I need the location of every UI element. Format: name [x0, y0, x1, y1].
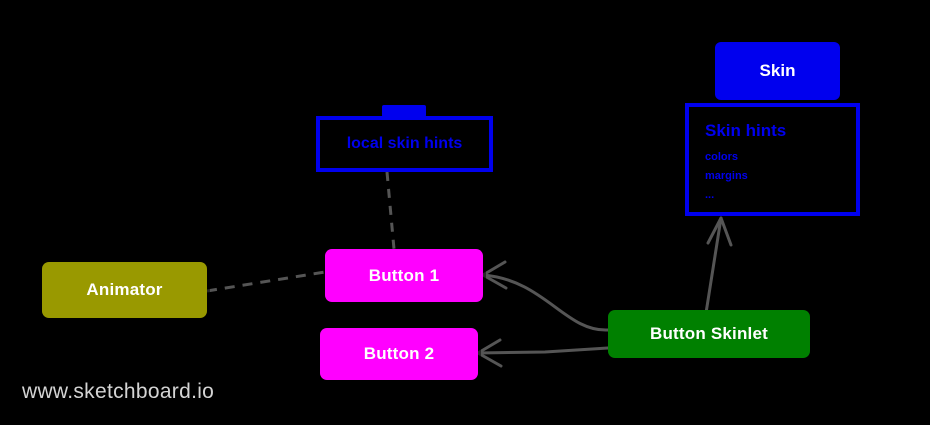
local-skin-hints-tab — [382, 105, 426, 117]
node-skin-label: Skin — [759, 61, 796, 80]
node-button-2-label: Button 2 — [363, 344, 435, 363]
node-skin-hints-item-colors: colors — [705, 151, 739, 163]
edge-skinlet-to-button1-arrowhead — [481, 260, 508, 290]
node-button-skinlet-label: Button Skinlet — [649, 324, 768, 343]
edge-skinlet-to-skin-hints-arrowhead — [706, 216, 733, 247]
edge-skinlet-to-button1 — [481, 273, 610, 332]
node-skin-hints-item-ellipsis: ... — [705, 189, 715, 201]
node-skin[interactable]: Skin — [715, 42, 840, 100]
node-button-skinlet[interactable]: Button Skinlet — [608, 310, 810, 358]
node-local-skin-hints[interactable]: local skin hints — [316, 116, 493, 172]
edge-animator-to-button1 — [206, 270, 326, 293]
edge-skinlet-to-skin-hints — [704, 216, 723, 315]
node-skin-hints[interactable]: Skin hints colors margins ... — [685, 103, 860, 216]
node-button-2[interactable]: Button 2 — [320, 328, 478, 380]
edge-skinlet-to-button2-arrowhead — [476, 338, 503, 368]
node-button-1[interactable]: Button 1 — [325, 249, 483, 302]
node-local-skin-hints-label: local skin hints — [346, 135, 463, 152]
edge-local-skin-hints-to-button1 — [385, 171, 396, 250]
watermark: www.sketchboard.io — [22, 380, 215, 403]
node-animator-label: Animator — [86, 280, 163, 299]
node-animator[interactable]: Animator — [42, 262, 207, 318]
node-button-1-label: Button 1 — [368, 265, 440, 285]
edge-skinlet-to-button2 — [476, 346, 610, 355]
node-skin-hints-title: Skin hints — [705, 121, 787, 140]
node-skin-hints-item-margins: margins — [705, 170, 748, 182]
